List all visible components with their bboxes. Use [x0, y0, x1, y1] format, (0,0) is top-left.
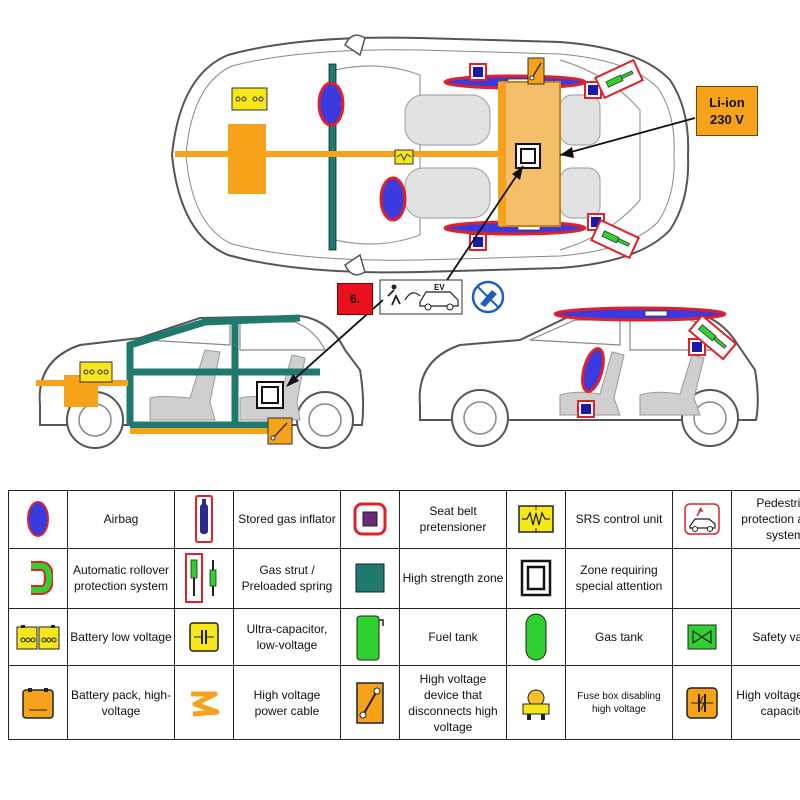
high-voltage-cable-top	[175, 151, 500, 157]
legend-label: Battery pack, high-voltage	[67, 665, 175, 740]
front-seats	[404, 94, 601, 219]
legend-label: High voltage ultra-capacitor	[731, 665, 800, 740]
legend-table: Airbag Stored gas inflator Seat belt pre…	[8, 490, 800, 740]
gas-tank-icon	[506, 607, 566, 667]
hv-ultracapacitor-icon	[672, 665, 732, 740]
legend-label: Gas strut / Preloaded spring	[233, 547, 341, 609]
battery-low-voltage-top	[231, 87, 268, 111]
legend-label: Stored gas inflator	[233, 490, 341, 549]
battery-low-voltage-icon	[8, 607, 68, 667]
hv-disconnect-device-icon	[340, 665, 400, 740]
legend-label: Fuse box disabling high voltage	[565, 665, 673, 740]
car-side-view-right	[418, 306, 759, 447]
special-attention-zone-top	[515, 143, 541, 169]
airbag-front-passenger-top	[379, 176, 407, 222]
stored-gas-inflator-icon	[174, 490, 234, 549]
legend-label: Automatic rollover protection system	[67, 547, 175, 609]
safety-valve-icon	[672, 607, 732, 667]
legend-label: Battery low voltage	[67, 607, 175, 667]
legend-row: Battery pack, high-voltage High voltage …	[8, 665, 800, 740]
no-tow-icon	[471, 280, 505, 314]
srs-control-unit-icon	[506, 490, 566, 549]
legend-label: Zone requiring special attention	[565, 547, 673, 609]
gas-strut-icon	[174, 547, 234, 609]
ev-badge-text: EV	[434, 283, 445, 292]
step-number-badge: 6.	[337, 283, 373, 315]
car-side-view-left	[36, 299, 384, 449]
legend-row: Battery low voltage Ultra-capacitor, low…	[8, 607, 800, 667]
airbag-icon	[8, 490, 68, 549]
legend-label: SRS control unit	[565, 490, 673, 549]
rollover-protection-icon	[8, 547, 68, 609]
li-ion-label: Li-ion	[709, 95, 745, 110]
deactivation-pictogram: EV	[379, 279, 463, 315]
fuel-tank-icon	[340, 607, 400, 667]
srs-control-unit-top	[394, 149, 414, 165]
li-ion-battery-callout: Li-ion 230 V	[696, 86, 758, 136]
legend-label: Airbag	[67, 490, 175, 549]
legend-label: Pedestrian protection active system	[731, 490, 800, 549]
seat-belt-pretensioner-icon	[340, 490, 400, 549]
legend-label: High voltage power cable	[233, 665, 341, 740]
airbag-front-driver-top	[317, 81, 345, 127]
car-top-view	[170, 34, 696, 276]
legend-row: Airbag Stored gas inflator Seat belt pre…	[8, 490, 800, 549]
special-attention-zone-icon	[506, 547, 566, 609]
high-strength-zone-icon	[340, 547, 400, 609]
legend-label: Safety valve	[731, 607, 800, 667]
pedestrian-protection-icon	[672, 490, 732, 549]
vehicle-rescue-diagram: EV	[36, 34, 759, 449]
high-voltage-cable-icon	[174, 665, 234, 740]
hv-disconnect-top	[527, 57, 545, 85]
ultracapacitor-low-voltage-icon	[174, 607, 234, 667]
battery-pack-high-voltage-icon	[8, 665, 68, 740]
gas-strut-rear-top-1	[593, 58, 645, 100]
voltage-label: 230 V	[710, 112, 744, 127]
high-strength-cage-side	[126, 314, 320, 429]
hv-box-front-top	[228, 124, 266, 194]
legend-label: Ultra-capacitor, low-voltage	[233, 607, 341, 667]
seat-belt-pretensioner-1	[469, 63, 487, 81]
gas-strut-rear-top-2	[589, 218, 641, 260]
legend-label: High strength zone	[399, 547, 507, 609]
legend-label: Seat belt pretensioner	[399, 490, 507, 549]
fuse-box-icon	[506, 665, 566, 740]
legend-row: Automatic rollover protection system Gas…	[8, 547, 800, 609]
empty-icon-cell	[672, 547, 732, 609]
legend-label: High voltage device that disconnects hig…	[399, 665, 507, 740]
legend-label: Fuel tank	[399, 607, 507, 667]
legend-label: Gas tank	[565, 607, 673, 667]
legend-label	[731, 547, 800, 609]
